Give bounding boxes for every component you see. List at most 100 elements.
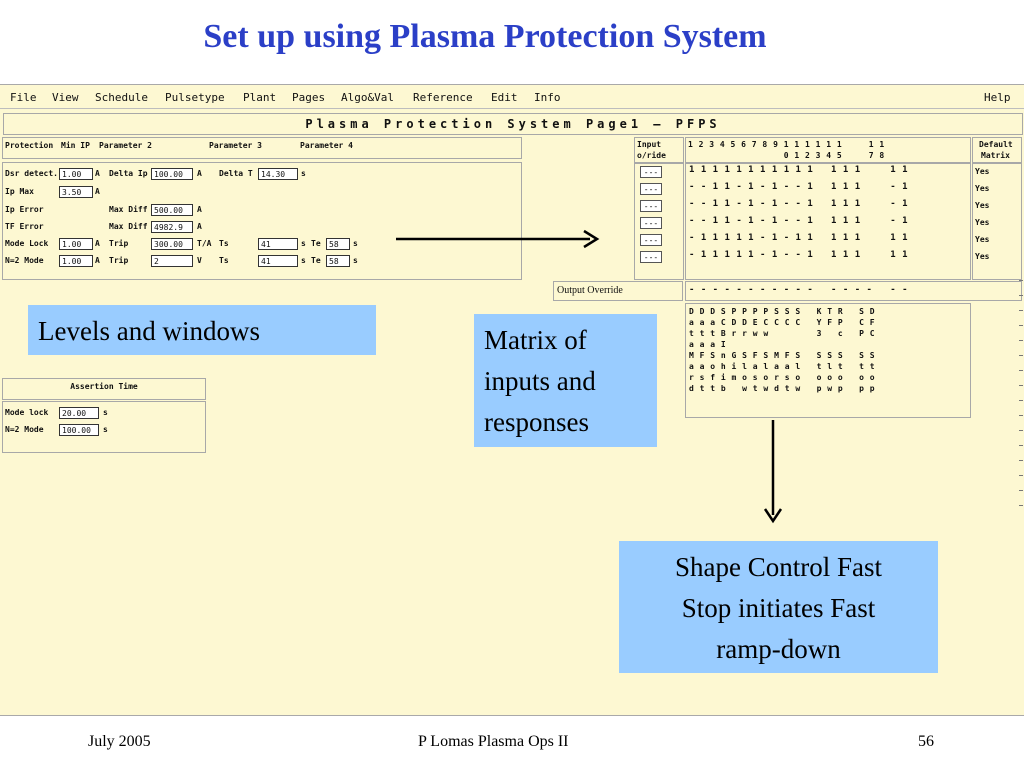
delta-ip-field[interactable]: 100.00 [151,168,193,180]
n2-mode-field[interactable]: 1.00 [59,255,93,267]
output-override-row: - - - - - - - - - - - - - - - - - [685,281,1022,301]
matrix-row[interactable]: 1 1 1 1 1 1 1 1 1 1 1 1 1 1 1 1 [689,165,908,175]
mode-lock-te-label: Te [311,239,321,248]
n2-mode-te-unit: s [353,256,358,265]
matrix-row[interactable]: - 1 1 1 1 1 - 1 - 1 1 1 1 1 1 1 [689,233,908,243]
output-names-row: a a a I [689,340,727,349]
mode-lock-trip-label: Trip [109,239,129,248]
menu-pulsetype[interactable]: Pulsetype [165,91,225,104]
override-label: o/ride [637,151,666,160]
delta-t-label: Delta T [219,169,253,178]
delta-ip-label: Delta Ip [109,169,148,178]
output-override-label-box: Output Override [553,281,683,301]
tf-error-label: TF Error [5,222,44,231]
default-value: Yes [975,252,990,261]
n2-mode-te-field[interactable]: 58 [326,255,350,267]
default-label: Default [979,140,1013,149]
mode-lock-field[interactable]: 1.00 [59,238,93,250]
callout-matrix-line-1: Matrix of [484,325,587,355]
menu-edit[interactable]: Edit [491,91,518,104]
callout-matrix-line-2: inputs and [484,366,596,396]
protection-header-panel: Protection Min IP Parameter 2 Parameter … [2,137,522,159]
mode-lock-ts-field[interactable]: 41 [258,238,298,250]
output-names-row: r s f i m o s o r s o o o o o o [689,373,876,382]
override-field[interactable]: --- [640,166,662,178]
assertion-mode-lock-label: Mode lock [5,408,49,417]
menu-plant[interactable]: Plant [243,91,277,104]
delta-ip-unit: A [197,169,202,178]
n2-mode-ts-field[interactable]: 41 [258,255,298,267]
callout-levels-text: Levels and windows [38,316,260,346]
override-field[interactable]: --- [640,251,662,263]
override-field[interactable]: --- [640,217,662,229]
output-names-row: D D D S P P P P S S S K T R S D [689,307,876,316]
response-matrix [685,163,971,280]
assertion-mode-lock-unit: s [103,408,108,417]
matrix-row[interactable]: - - 1 1 - 1 - 1 - - 1 1 1 1 - 1 [689,216,908,226]
footer-date: July 2005 [88,733,151,750]
matrix-header-row-1: 1 2 3 4 5 6 7 8 9 1 1 1 1 1 1 1 1 [688,140,885,149]
menu-pages[interactable]: Pages [292,91,326,104]
ip-max-label: Ip Max [5,187,34,196]
dsr-detect-label: Dsr detect. [5,169,58,178]
default-value: Yes [975,201,990,210]
ip-max-field[interactable]: 3.50 [59,186,93,198]
delta-t-unit: s [301,169,306,178]
assertion-time-title: Assertion Time [70,382,138,391]
output-names-panel: D D D S P P P P S S S K T R S D a a a C … [685,303,971,418]
dsr-detect-field[interactable]: 1.00 [59,168,93,180]
matrix-column-header: 1 2 3 4 5 6 7 8 9 1 1 1 1 1 1 1 1 0 1 2 … [685,137,971,163]
default-matrix-column [972,163,1022,280]
override-field[interactable]: --- [640,183,662,195]
override-field[interactable]: --- [640,200,662,212]
n2-mode-trip-field[interactable]: 2 [151,255,193,267]
header-parameter-3: Parameter 3 [209,141,262,150]
header-min-ip: Min IP [61,141,90,150]
menu-schedule[interactable]: Schedule [95,91,148,104]
menu-view[interactable]: View [52,91,79,104]
header-parameter-4: Parameter 4 [300,141,353,150]
input-override-header: Input o/ride [634,137,684,163]
tf-error-maxdiff-label: Max Diff [109,222,148,231]
callout-levels-windows: Levels and windows [28,305,376,355]
mode-lock-trip-unit: T/A [197,239,212,248]
menu-file[interactable]: File [10,91,37,104]
mode-lock-unit: A [95,239,100,248]
n2-mode-ts-unit: s [301,256,306,265]
tf-error-maxdiff-field[interactable]: 4982.9 [151,221,193,233]
matrix-row[interactable]: - 1 1 1 1 1 - 1 - - 1 1 1 1 1 1 [689,250,908,260]
ip-error-maxdiff-field[interactable]: 500.00 [151,204,193,216]
arrow-right-icon [396,229,600,249]
default-value: Yes [975,184,990,193]
mode-lock-ts-label: Ts [219,239,229,248]
mode-lock-te-unit: s [353,239,358,248]
protection-levels-panel: Dsr detect. 1.00 A Delta Ip 100.00 A Del… [2,162,522,280]
menu-info[interactable]: Info [534,91,561,104]
input-label: Input [637,140,662,149]
delta-t-field[interactable]: 14.30 [258,168,298,180]
matrix-row[interactable]: - - 1 1 - 1 - 1 - - 1 1 1 1 - 1 [689,182,908,192]
menu-help[interactable]: Help [984,91,1011,104]
ip-error-label: Ip Error [5,205,44,214]
assertion-mode-lock-field[interactable]: 20.00 [59,407,99,419]
matrix-row[interactable]: - - 1 1 - 1 - 1 - - 1 1 1 1 - 1 [689,199,908,209]
assertion-n2-unit: s [103,425,108,434]
page-title-bar: Plasma Protection System Page1 – PFPS [3,113,1023,135]
n2-mode-label: N=2 Mode [5,256,44,265]
override-field[interactable]: --- [640,234,662,246]
assertion-time-panel: Mode lock 20.00 s N=2 Mode 100.00 s [2,401,206,453]
callout-matrix: Matrix of inputs and responses [474,314,657,447]
output-names-row: a a a C D D E C C C C Y F P C F [689,318,876,327]
tf-error-maxdiff-unit: A [197,222,202,231]
mode-lock-te-field[interactable]: 58 [326,238,350,250]
menu-reference[interactable]: Reference [413,91,473,104]
ip-error-maxdiff-label: Max Diff [109,205,148,214]
assertion-n2-field[interactable]: 100.00 [59,424,99,436]
output-override-values[interactable]: - - - - - - - - - - - - - - - - - [689,285,908,295]
assertion-time-header: Assertion Time [2,378,206,400]
callout-shape-line-3: ramp-down [716,634,841,664]
ip-max-unit: A [95,187,100,196]
mode-lock-trip-field[interactable]: 300.00 [151,238,193,250]
menu-algoval[interactable]: Algo&Val [341,91,394,104]
